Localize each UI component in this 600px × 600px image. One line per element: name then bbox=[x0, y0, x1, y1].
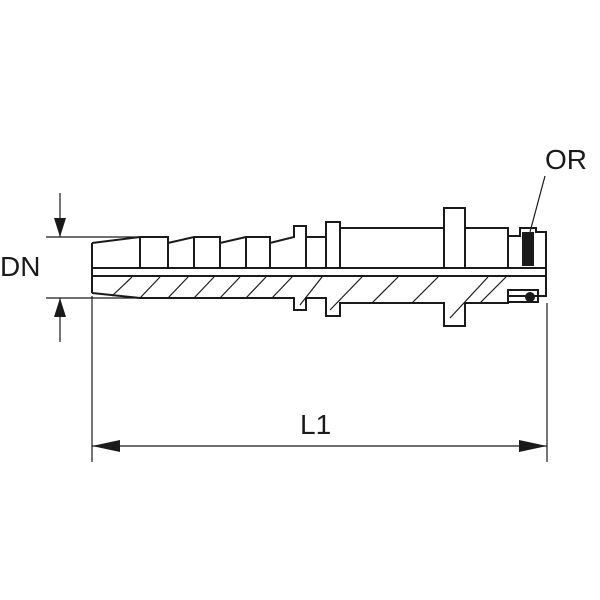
dn-arrow-bottom bbox=[54, 298, 66, 317]
l1-label: L1 bbox=[300, 409, 331, 440]
l1-arrow-right bbox=[519, 440, 547, 452]
o-ring-bottom-section bbox=[525, 292, 535, 302]
dn-arrow-top bbox=[54, 218, 66, 237]
or-callout: OR bbox=[529, 144, 587, 233]
dn-dimension: DN bbox=[0, 193, 140, 342]
or-leader-line bbox=[529, 175, 546, 233]
fitting-top-profile bbox=[91, 207, 547, 268]
l1-dimension: L1 bbox=[91, 296, 548, 462]
o-ring-bottom-groove bbox=[507, 289, 539, 303]
fitting-bottom-profile bbox=[91, 268, 547, 327]
o-ring-top-lines bbox=[523, 232, 533, 266]
or-label: OR bbox=[545, 144, 587, 175]
section-hatching bbox=[111, 276, 507, 319]
l1-arrow-left bbox=[92, 440, 120, 452]
fitting-body bbox=[91, 207, 547, 327]
barb-edges bbox=[139, 228, 509, 268]
dn-label: DN bbox=[0, 251, 40, 282]
